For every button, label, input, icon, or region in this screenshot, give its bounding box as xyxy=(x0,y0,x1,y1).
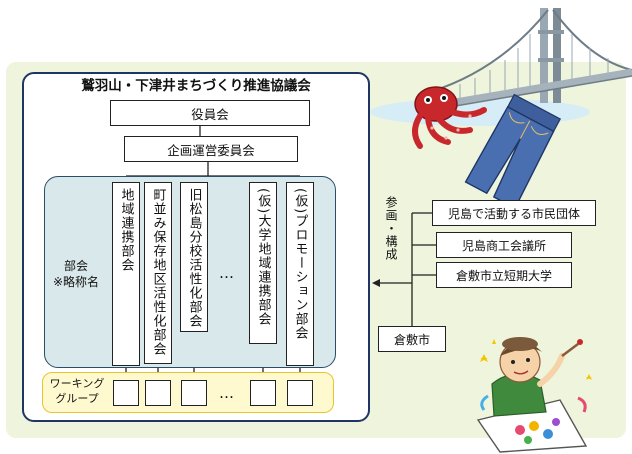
board-box: 役員会 xyxy=(110,100,310,126)
working-group-box xyxy=(113,380,139,406)
bukai-ellipsis: … xyxy=(219,264,235,282)
bukai-item: (仮)大学地域連携部会 xyxy=(249,182,277,344)
bukai-item-label: 地域連携部会 xyxy=(118,188,134,272)
bukai-item-label: 旧松島分校活性化部会 xyxy=(186,188,202,328)
junior-college-label: 倉敷市立短期大学 xyxy=(455,268,552,283)
bukai-item-label: (仮)大学地域連携部会 xyxy=(255,188,271,327)
working-group-box xyxy=(250,380,276,406)
council-title: 鷲羽山・下津井まちづくり推進協議会 xyxy=(81,78,311,94)
chamber-of-commerce-label: 児島商工会議所 xyxy=(461,238,546,253)
chamber-of-commerce-box: 児島商工会議所 xyxy=(436,232,572,258)
bukai-label: 部会 ※略称名 xyxy=(50,258,102,290)
bukai-label-note: ※略称名 xyxy=(52,275,100,289)
bukai-item: 地域連携部会 xyxy=(112,182,140,366)
planning-committee-label: 企画運営委員会 xyxy=(167,142,255,158)
citizen-groups-label: 児島で活動する市民団体 xyxy=(447,206,580,221)
bukai-item-label: (仮)プロモーション部会 xyxy=(292,188,308,341)
kurashiki-city-box: 倉敷市 xyxy=(378,326,446,352)
bukai-item-label: 町並み保存地区活性化部会 xyxy=(150,188,166,356)
board-label: 役員会 xyxy=(191,106,229,122)
bukai-item: 町並み保存地区活性化部会 xyxy=(144,182,172,364)
participation-label: 参画・構成 xyxy=(384,196,398,261)
bukai-item: (仮)プロモーション部会 xyxy=(286,182,314,366)
junior-college-box: 倉敷市立短期大学 xyxy=(436,262,572,288)
working-group-box xyxy=(145,380,171,406)
working-group-box xyxy=(287,380,313,406)
bukai-item: 旧松島分校活性化部会 xyxy=(180,182,208,332)
citizen-groups-box: 児島で活動する市民団体 xyxy=(432,200,596,226)
planning-committee-box: 企画運営委員会 xyxy=(124,136,298,162)
working-group-label: ワーキング グループ xyxy=(46,376,108,406)
working-group-label-line2: グループ xyxy=(55,392,99,405)
bukai-label-line1: 部会 xyxy=(63,259,88,273)
working-group-ellipsis: … xyxy=(219,384,235,402)
working-group-label-line1: ワーキング xyxy=(49,377,105,390)
working-group-box xyxy=(181,380,207,406)
kurashiki-city-label: 倉敷市 xyxy=(393,332,430,347)
